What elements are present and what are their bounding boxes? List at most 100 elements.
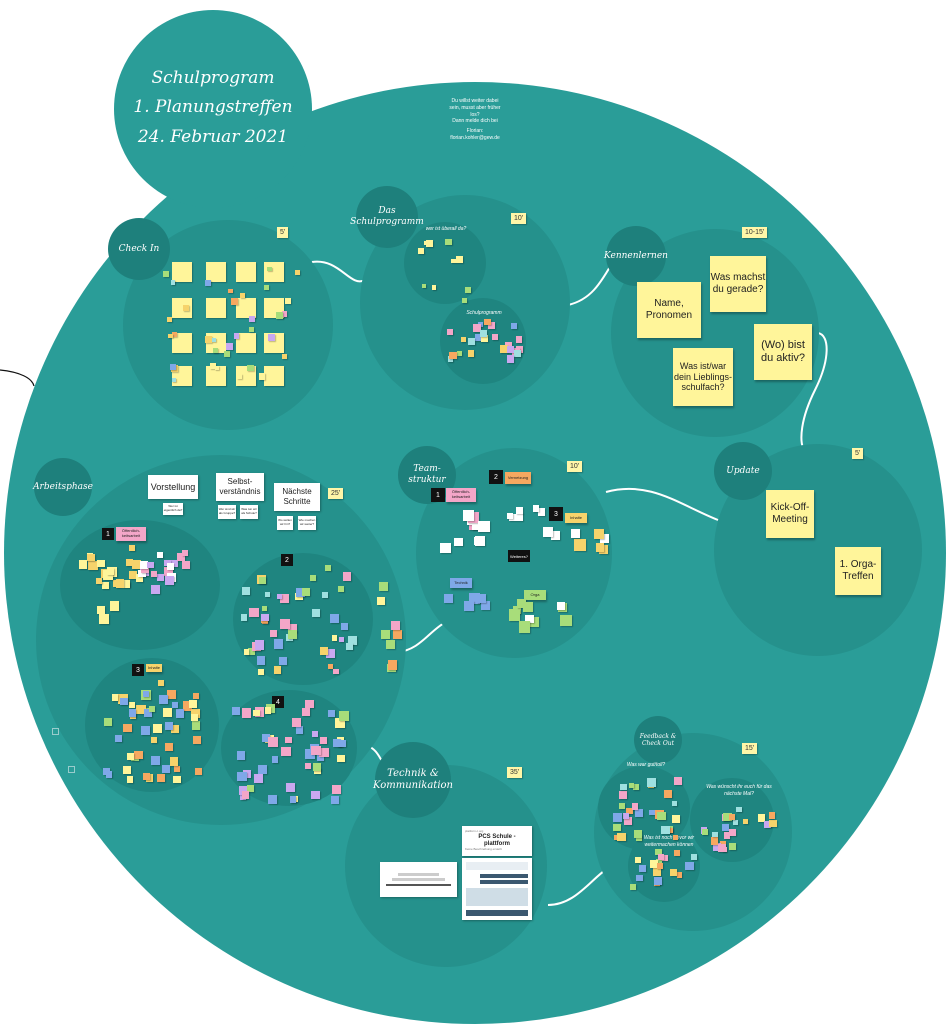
- mini-sticky-note[interactable]: [128, 571, 137, 579]
- mini-sticky-note[interactable]: [319, 646, 329, 656]
- mini-sticky-note[interactable]: [330, 795, 340, 805]
- check-in-sticky[interactable]: [206, 366, 226, 386]
- mini-sticky-note[interactable]: [451, 259, 456, 264]
- mini-sticky-note[interactable]: [634, 808, 643, 817]
- canvas-handle[interactable]: [68, 766, 75, 773]
- mini-sticky-note[interactable]: [328, 709, 336, 717]
- mini-sticky-note[interactable]: [164, 566, 173, 576]
- mini-sticky-note[interactable]: [162, 707, 173, 718]
- mini-sticky-note[interactable]: [150, 756, 160, 765]
- mini-sticky-note[interactable]: [288, 630, 298, 640]
- mini-sticky-note[interactable]: [655, 848, 662, 856]
- canvas-handle[interactable]: [52, 728, 59, 735]
- mini-sticky-note[interactable]: [132, 560, 142, 569]
- mini-sticky-note[interactable]: [646, 777, 656, 787]
- mini-sticky-note[interactable]: [757, 814, 766, 822]
- mini-sticky-note[interactable]: [633, 830, 642, 839]
- mini-sticky-note[interactable]: [276, 312, 283, 319]
- mini-sticky-note[interactable]: [310, 575, 317, 582]
- mini-sticky-note[interactable]: [305, 762, 312, 769]
- mini-sticky-note[interactable]: [649, 859, 659, 869]
- mini-sticky-note[interactable]: [258, 373, 265, 380]
- mini-sticky-note[interactable]: [467, 349, 475, 357]
- mini-sticky-note[interactable]: [105, 770, 113, 778]
- mini-sticky-note[interactable]: [106, 568, 114, 576]
- mini-sticky-note[interactable]: [560, 614, 572, 627]
- check-in-sticky[interactable]: [264, 262, 284, 282]
- mini-sticky-note[interactable]: [518, 621, 531, 634]
- mini-sticky-note[interactable]: [224, 351, 231, 358]
- mini-sticky-note[interactable]: [164, 743, 173, 751]
- mini-sticky-note[interactable]: [243, 648, 250, 655]
- mini-sticky-note[interactable]: [481, 334, 488, 342]
- mini-sticky-note[interactable]: [508, 609, 521, 621]
- mini-sticky-note[interactable]: [225, 343, 233, 351]
- mini-sticky-note[interactable]: [440, 542, 451, 553]
- mini-sticky-note[interactable]: [319, 736, 327, 744]
- mini-sticky-note[interactable]: [249, 607, 259, 618]
- mini-sticky-note[interactable]: [628, 782, 635, 788]
- check-in-sticky[interactable]: [206, 298, 226, 318]
- mini-sticky-note[interactable]: [630, 883, 637, 891]
- mini-sticky-note[interactable]: [327, 663, 334, 670]
- mini-sticky-note[interactable]: [138, 570, 146, 578]
- check-in-sticky[interactable]: [172, 298, 192, 318]
- mini-sticky-note[interactable]: [671, 814, 681, 824]
- mini-sticky-note[interactable]: [657, 811, 666, 821]
- mini-sticky-note[interactable]: [333, 669, 339, 675]
- mini-sticky-note[interactable]: [295, 726, 304, 734]
- mini-sticky-note[interactable]: [322, 592, 328, 598]
- mini-sticky-note[interactable]: [239, 292, 246, 299]
- technik-platform-card[interactable]: platform.c.org PCS Schule - plattform Ke…: [462, 826, 532, 856]
- mini-sticky-note[interactable]: [593, 528, 604, 539]
- mini-sticky-note[interactable]: [499, 345, 508, 354]
- mini-sticky-note[interactable]: [506, 346, 514, 353]
- mini-sticky-note[interactable]: [462, 297, 468, 303]
- mini-sticky-note[interactable]: [78, 560, 88, 569]
- mini-sticky-note[interactable]: [619, 791, 628, 800]
- mini-sticky-note[interactable]: [672, 800, 678, 806]
- mini-sticky-note[interactable]: [262, 733, 271, 742]
- mini-sticky-note[interactable]: [614, 834, 620, 841]
- mini-sticky-note[interactable]: [492, 334, 499, 340]
- mini-sticky-note[interactable]: [134, 750, 144, 760]
- mini-sticky-note[interactable]: [182, 304, 190, 311]
- mini-sticky-note[interactable]: [391, 621, 401, 631]
- mini-sticky-note[interactable]: [194, 767, 203, 776]
- mini-sticky-note[interactable]: [473, 324, 481, 332]
- mini-sticky-note[interactable]: [273, 666, 282, 674]
- mini-sticky-note[interactable]: [445, 238, 452, 246]
- mini-sticky-note[interactable]: [98, 614, 109, 625]
- mini-sticky-note[interactable]: [279, 656, 288, 665]
- mini-sticky-note[interactable]: [177, 553, 185, 561]
- mini-sticky-note[interactable]: [139, 561, 149, 570]
- mini-sticky-note[interactable]: [115, 735, 122, 742]
- mini-sticky-note[interactable]: [488, 322, 496, 330]
- mini-sticky-note[interactable]: [673, 776, 683, 785]
- mini-sticky-note[interactable]: [209, 362, 217, 369]
- mini-sticky-note[interactable]: [173, 775, 182, 784]
- mini-sticky-note[interactable]: [191, 708, 201, 718]
- mini-sticky-note[interactable]: [505, 341, 513, 349]
- check-in-sticky[interactable]: [236, 298, 256, 318]
- mini-sticky-note[interactable]: [448, 356, 454, 362]
- mini-sticky-note[interactable]: [286, 783, 296, 792]
- mini-sticky-note[interactable]: [242, 586, 251, 595]
- mini-sticky-note[interactable]: [96, 605, 106, 615]
- mini-sticky-note[interactable]: [175, 709, 185, 718]
- mini-sticky-note[interactable]: [457, 351, 463, 357]
- mini-sticky-note[interactable]: [311, 730, 318, 737]
- mini-sticky-note[interactable]: [167, 317, 173, 323]
- mini-sticky-note[interactable]: [454, 537, 463, 547]
- mini-sticky-note[interactable]: [296, 588, 305, 598]
- mini-sticky-note[interactable]: [161, 764, 171, 774]
- mini-sticky-note[interactable]: [673, 834, 679, 841]
- mini-sticky-note[interactable]: [173, 765, 180, 772]
- mini-sticky-note[interactable]: [302, 707, 310, 716]
- mini-sticky-note[interactable]: [253, 709, 261, 717]
- mini-sticky-note[interactable]: [159, 695, 169, 705]
- mini-sticky-note[interactable]: [123, 766, 131, 775]
- mini-sticky-note[interactable]: [165, 722, 173, 730]
- mini-sticky-note[interactable]: [311, 745, 322, 756]
- check-in-sticky[interactable]: [236, 366, 256, 386]
